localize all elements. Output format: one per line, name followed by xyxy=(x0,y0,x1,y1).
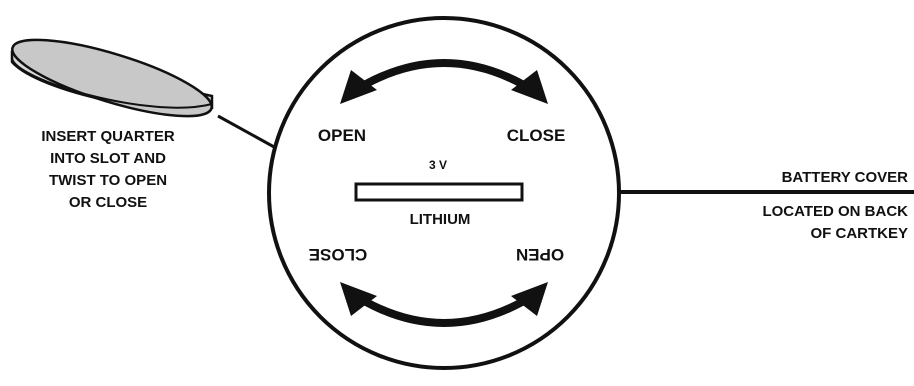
callout-left-line: INSERT QUARTER xyxy=(41,128,175,145)
voltage-label: 3 V xyxy=(429,158,447,172)
rotate-arrow-bottom-icon xyxy=(340,282,548,327)
callout-right-line: LOCATED ON BACK xyxy=(762,203,908,220)
callout-left-line: INTO SLOT AND xyxy=(50,150,166,167)
close-label-top: CLOSE xyxy=(507,126,566,145)
lithium-label: LITHIUM xyxy=(410,211,471,228)
insert-quarter-callout: INSERT QUARTER INTO SLOT AND TWIST TO OP… xyxy=(41,128,175,211)
callout-left-line: TWIST TO OPEN xyxy=(49,172,167,189)
rotate-arrow-top-icon xyxy=(340,59,548,104)
quarter-coin-icon xyxy=(10,38,214,118)
callout-left-line: OR CLOSE xyxy=(69,194,147,211)
coin-slot xyxy=(354,182,524,202)
open-label-top: OPEN xyxy=(318,126,366,145)
close-label-bottom: CLOSE xyxy=(309,245,368,264)
open-label-bottom: OPEN xyxy=(516,245,564,264)
battery-cover-callout: BATTERY COVER LOCATED ON BACK OF CARTKEY xyxy=(762,169,908,242)
callout-right-title: BATTERY COVER xyxy=(782,169,909,186)
callout-right-line: OF CARTKEY xyxy=(811,225,909,242)
